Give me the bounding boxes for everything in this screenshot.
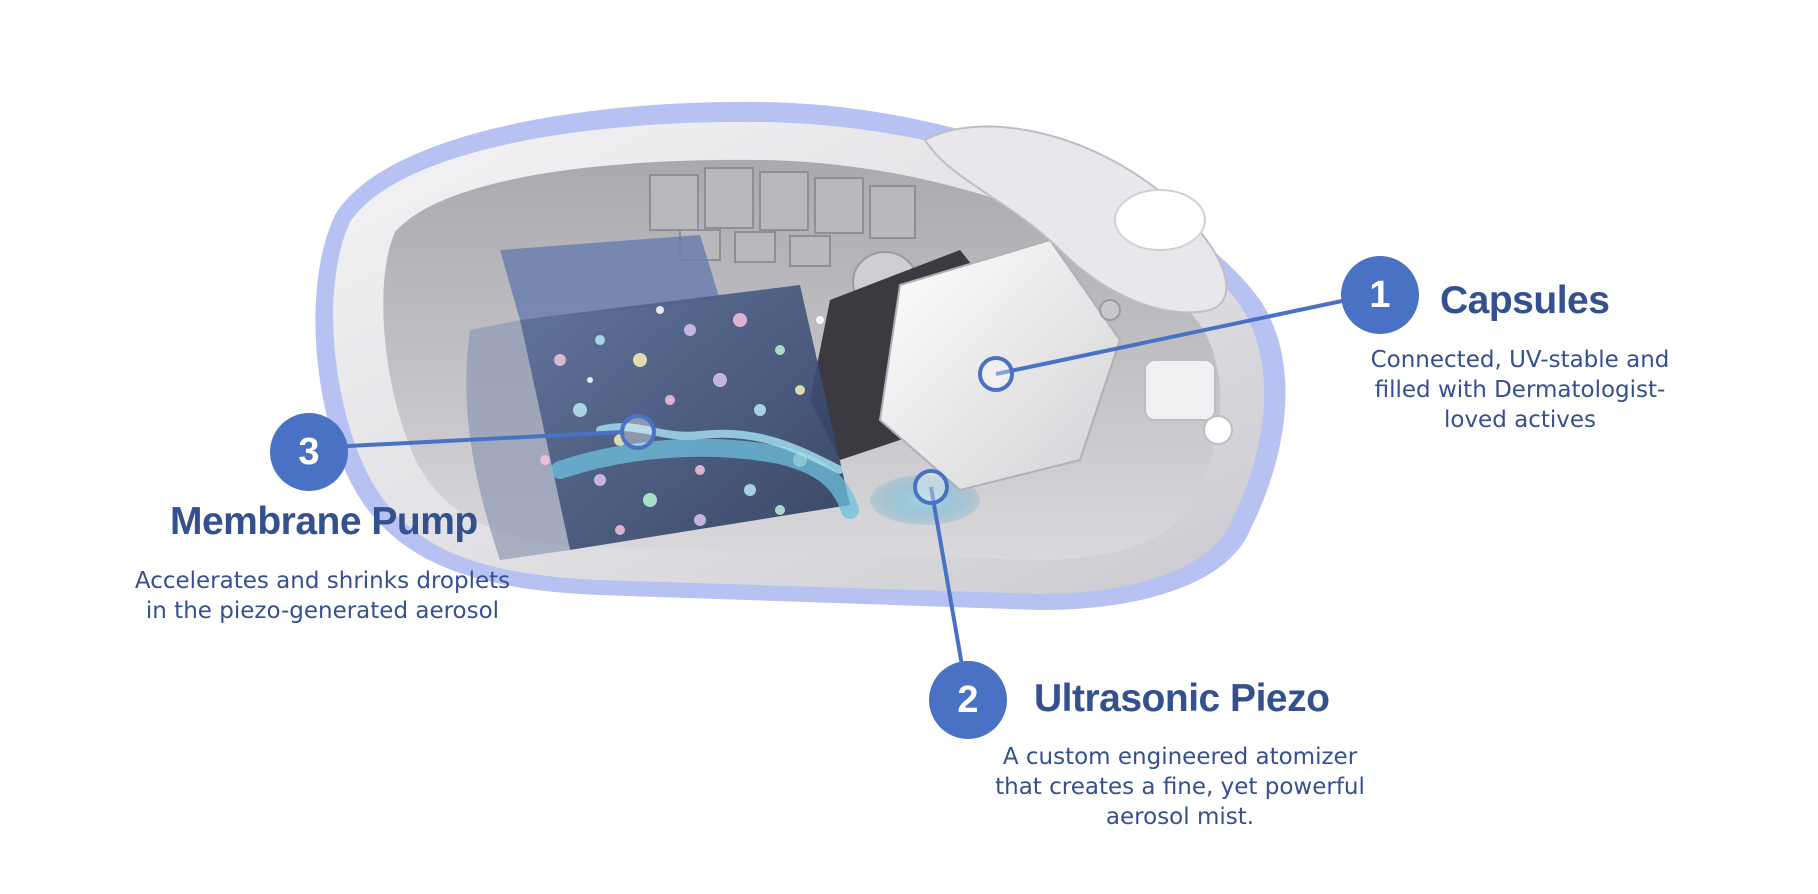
capsule-housing	[878, 125, 1233, 492]
leader-line-3	[309, 430, 623, 450]
callout-1-description: Connected, UV-stable and filled with Der…	[1345, 345, 1695, 435]
callout-3-description: Accelerates and shrinks droplets in the …	[120, 566, 525, 626]
callout-3-badge: 3	[270, 413, 348, 491]
anchor-ring-2	[913, 469, 949, 505]
leader-anchors	[620, 356, 1014, 505]
circuit-board	[649, 167, 916, 267]
callout-2-desc-line: that creates a fine, yet powerful	[995, 774, 1365, 800]
callout-1-desc-line: Connected, UV-stable and	[1370, 347, 1670, 373]
anchor-ring-1	[978, 356, 1014, 392]
leader-line-1	[995, 291, 1381, 376]
aerosol-stream	[551, 438, 859, 519]
aerosol-stream-core	[596, 423, 844, 474]
callout-3-desc-line: in the piezo-generated aerosol	[145, 598, 500, 624]
callout-2-desc-line: A custom engineered atomizer	[1002, 744, 1358, 770]
callout-1-desc-line: loved actives	[1443, 407, 1597, 433]
anchor-ring-3	[620, 414, 656, 450]
callout-3-title: Membrane Pump	[170, 500, 478, 543]
callout-2-desc-line: aerosol mist.	[1105, 804, 1255, 830]
callout-1-badge: 1	[1341, 256, 1419, 334]
callout-1-title: Capsules	[1440, 279, 1610, 322]
callout-2-badge: 2	[929, 661, 1007, 739]
callout-2-title: Ultrasonic Piezo	[1034, 677, 1330, 720]
callout-3-desc-line: Accelerates and shrinks droplets	[134, 568, 511, 594]
callout-2-description: A custom engineered atomizer that create…	[975, 742, 1385, 832]
callout-1-desc-line: filled with Dermatologist-	[1374, 377, 1666, 403]
